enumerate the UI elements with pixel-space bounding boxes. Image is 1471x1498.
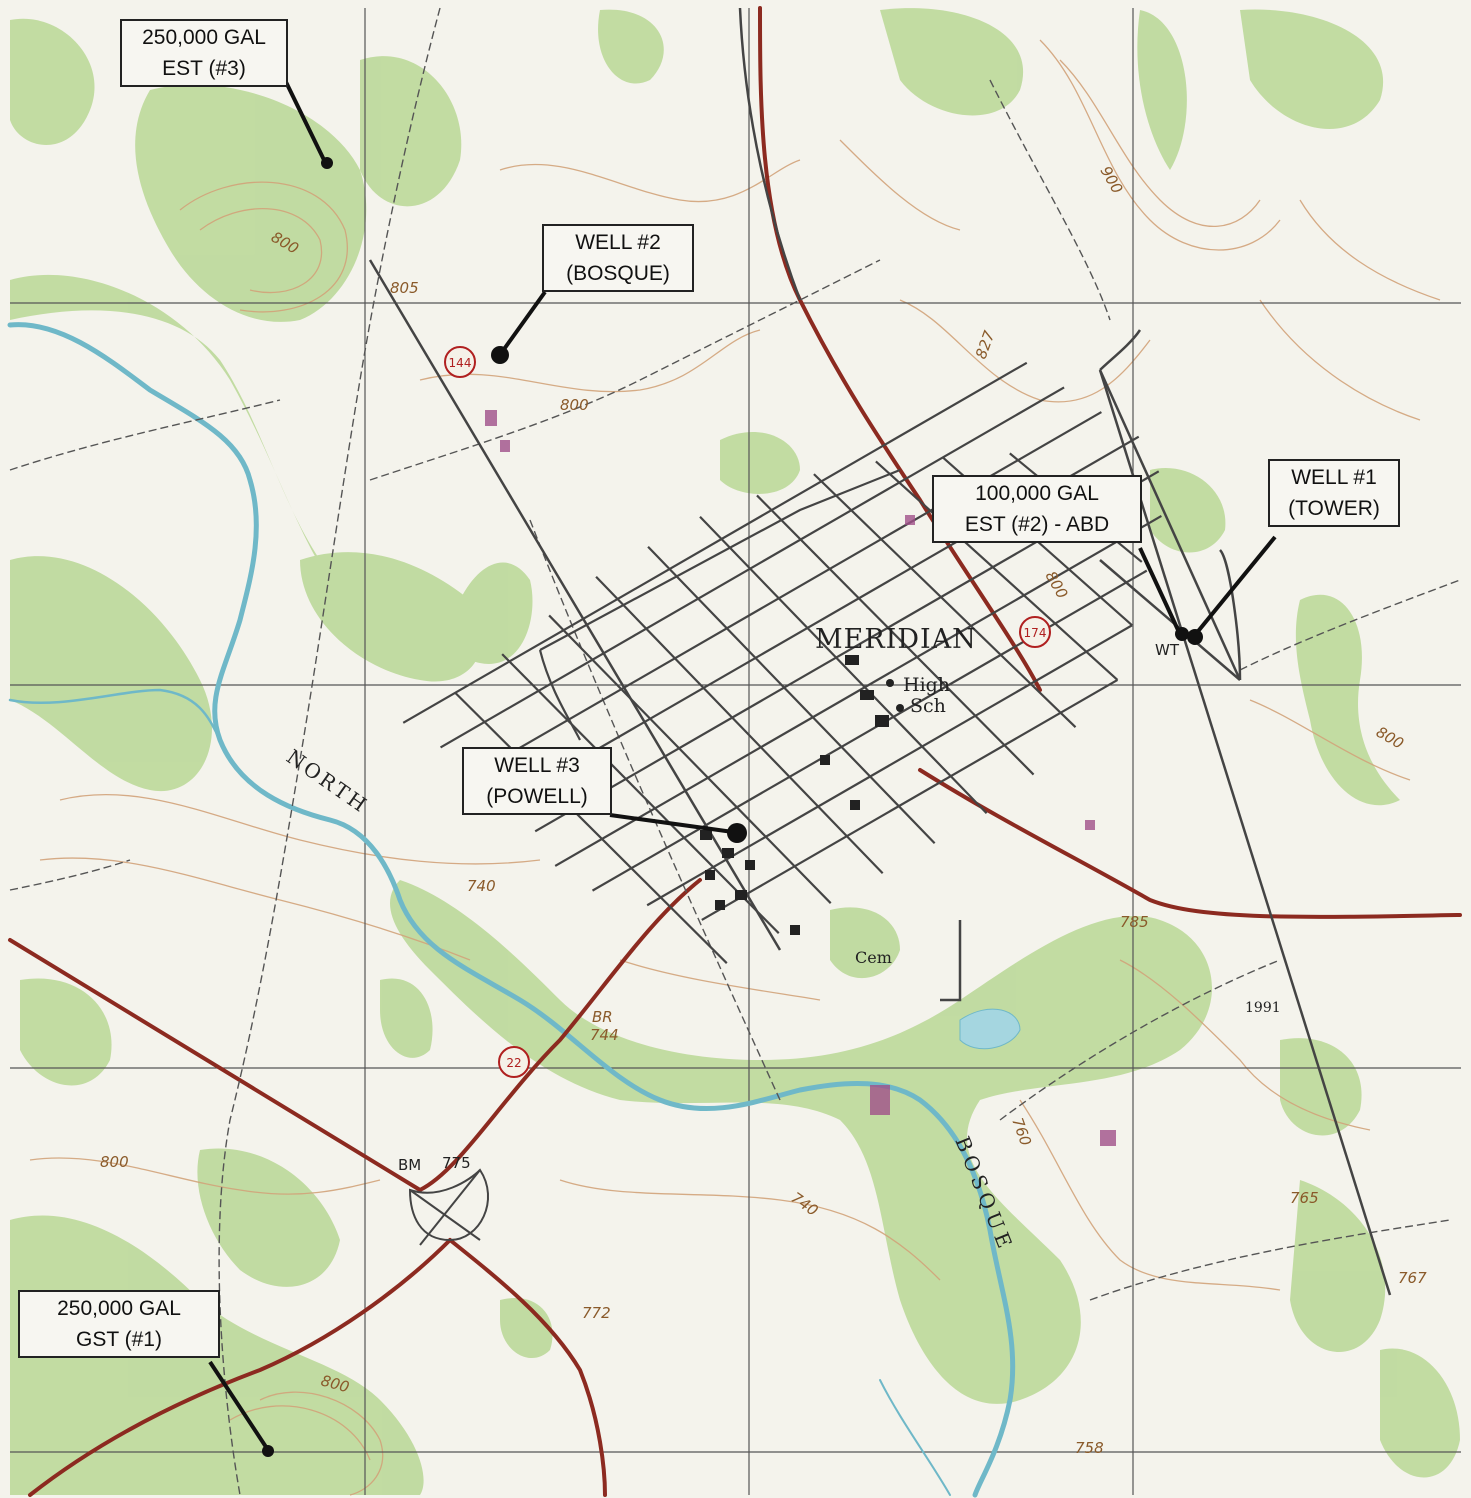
callout-gst1-line2: GST (#1) [76,1328,162,1351]
contour-lines [29,39,1441,1496]
highway-144-shield: 144 [444,346,476,378]
year-label: 1991 [1245,1000,1281,1016]
est2-marker-icon [1175,627,1189,641]
benchmark-label: BM [398,1156,421,1174]
elevation-label: 805 [390,279,419,297]
callout-well1: WELL #1 (TOWER) [1268,459,1400,527]
callout-gst1-line1: 250,000 GAL [57,1297,181,1320]
elevation-label: 900 [1097,163,1127,197]
gst1-marker-icon [262,1445,274,1457]
callout-well1-line1: WELL #1 [1291,466,1377,489]
elevation-label: 767 [1398,1269,1427,1287]
callout-est2-line2: EST (#2) - ABD [964,513,1110,536]
well1-marker-icon [1187,629,1203,645]
elevation-label: 785 [1120,913,1149,931]
elevation-label: 765 [1290,1189,1319,1207]
well3-marker-icon [727,823,747,843]
elevation-label: 800 [1042,568,1072,602]
highway-174-shield: 174 [1019,616,1051,648]
bridge-label-line2: 744 [590,1026,619,1044]
elevation-label: 775 [442,1154,471,1172]
elevation-label: 740 [467,877,496,895]
highways [8,6,1462,1497]
est3-marker-icon [321,157,333,169]
cemetery-label: Cem [855,948,892,967]
highway-144-label: 144 [449,356,472,370]
elevation-label: 760 [1008,1115,1035,1148]
callout-well2-line1: WELL #2 [575,231,661,254]
callout-well3: WELL #3 (POWELL) [462,747,612,815]
callout-well3-line2: (POWELL) [486,785,588,808]
callout-est3: 250,000 GAL EST (#3) [120,19,288,87]
callout-leaders [208,79,1277,1452]
highway-shields: 144 174 22 [444,346,1051,1078]
elevation-label: 827 [972,328,999,361]
elevation-label: 740 [788,1189,822,1220]
water-tower-abbrev: WT [1155,641,1180,659]
callout-est2-line1: 100,000 GAL [975,482,1099,505]
callout-well3-line1: WELL #3 [494,754,580,777]
elevation-label: 758 [1075,1439,1104,1457]
callout-well1-line2: (TOWER) [1288,497,1380,520]
callout-est3-line2: EST (#3) [162,57,246,80]
bridge-label-line1: BR [592,1008,613,1026]
pond [959,1008,1021,1050]
elevation-label: 800 [560,396,589,414]
highway-22-label: 22 [506,1056,521,1070]
interchange [408,1168,490,1246]
well2-marker-icon [491,346,509,364]
school-label-line2: Sch [910,695,946,717]
rivers [7,322,1016,1498]
callout-well2-line2: (BOSQUE) [566,262,670,285]
callout-est2: 100,000 GAL EST (#2) - ABD [932,475,1142,543]
public-buildings [485,410,1116,1146]
elevation-label: 800 [1373,723,1407,753]
map-grid [10,8,1461,1495]
highway-174-label: 174 [1024,626,1047,640]
railroads [9,7,1461,1496]
callout-well2: WELL #2 (BOSQUE) [542,224,694,292]
highway-22-shield: 22 [498,1046,530,1078]
callout-est3-line1: 250,000 GAL [142,26,266,49]
buildings [700,655,904,935]
callout-gst1: 250,000 GAL GST (#1) [18,1290,220,1358]
elevation-label: 800 [100,1153,129,1171]
school-label-line1: High [903,674,950,696]
site-markers [262,157,1203,1457]
elevation-label: 772 [582,1304,611,1322]
town-name: MERIDIAN [815,624,977,655]
